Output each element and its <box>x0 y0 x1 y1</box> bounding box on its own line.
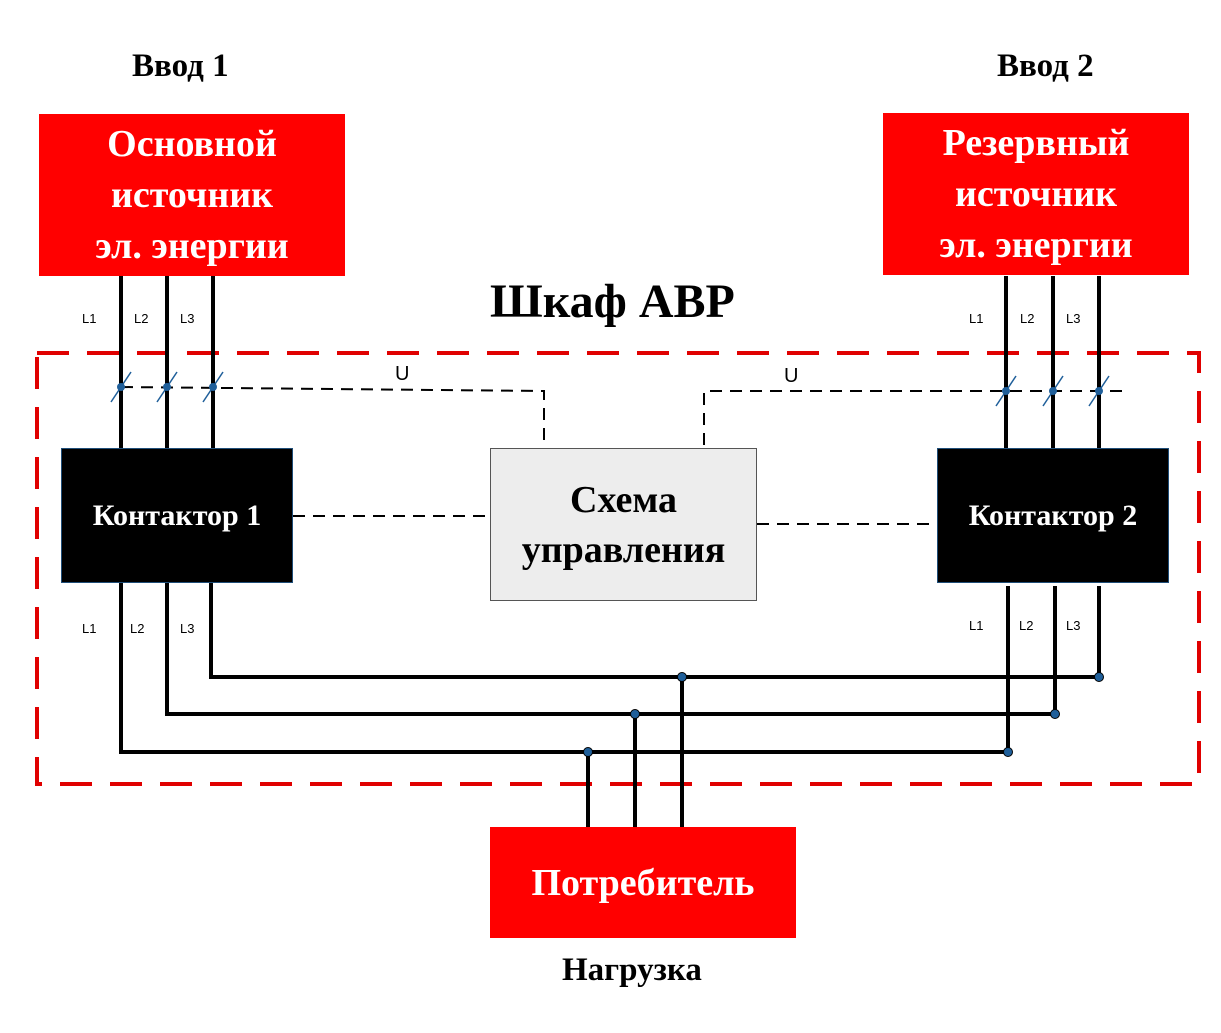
cabinet-border <box>35 351 1201 786</box>
input2-label: Ввод 2 <box>997 48 1094 84</box>
voltage-label-right: U <box>784 365 799 387</box>
consumer-box: Потребитель <box>490 827 796 938</box>
phase-label-top-right-l3: L3 <box>1066 311 1081 326</box>
contactor-2-label: Контактор 2 <box>968 498 1138 532</box>
voltage-label-left: U <box>395 363 410 385</box>
main-source-line2: источник <box>110 173 274 216</box>
input2-phase-lines <box>1004 276 1101 448</box>
reserve-source-line3: эл. энергии <box>939 223 1133 266</box>
phase-label-bottom-left-l1: L1 <box>82 621 97 636</box>
phase-label-bottom-left-l2: L2 <box>130 621 145 636</box>
load-label: Нагрузка <box>562 952 702 988</box>
reserve-source-line2: источник <box>954 172 1118 215</box>
phase-label-top-right-l1: L1 <box>969 311 984 326</box>
control-line1: Схема <box>570 478 677 521</box>
phase-label-bottom-right-l3: L3 <box>1066 618 1081 633</box>
tap-markers <box>110 371 1110 407</box>
phase-label-top-right-l2: L2 <box>1020 311 1035 326</box>
main-source-line3: эл. энергии <box>95 224 289 267</box>
contactor-2-box: Контактор 2 <box>937 448 1169 583</box>
tap-nodes <box>117 383 1103 395</box>
phase-label-bottom-right-l1: L1 <box>969 618 984 633</box>
control-line2: управления <box>521 528 726 571</box>
reserve-source-box: Резервный источник эл. энергии <box>883 113 1189 275</box>
phase-label-top-left-l3: L3 <box>180 311 195 326</box>
contactor-1-label: Контактор 1 <box>92 498 262 532</box>
voltage-sense-lines <box>120 386 1122 525</box>
main-source-box: Основной источник эл. энергии <box>39 114 345 276</box>
input1-label: Ввод 1 <box>132 48 229 84</box>
phase-label-bottom-right-l2: L2 <box>1019 618 1034 633</box>
main-source-line1: Основной <box>107 122 277 165</box>
phase-label-bottom-left-l3: L3 <box>180 621 195 636</box>
cabinet-title: Шкаф АВР <box>490 275 735 328</box>
input1-phase-lines <box>119 276 215 448</box>
reserve-source-line1: Резервный <box>942 121 1130 164</box>
output-bus-lines <box>119 583 1101 827</box>
phase-label-top-left-l1: L1 <box>82 311 97 326</box>
contactor-1-box: Контактор 1 <box>61 448 293 583</box>
control-scheme-box: Схема управления <box>490 448 757 601</box>
bus-nodes <box>583 672 1104 757</box>
phase-label-top-left-l2: L2 <box>134 311 149 326</box>
consumer-label: Потребитель <box>531 861 755 904</box>
